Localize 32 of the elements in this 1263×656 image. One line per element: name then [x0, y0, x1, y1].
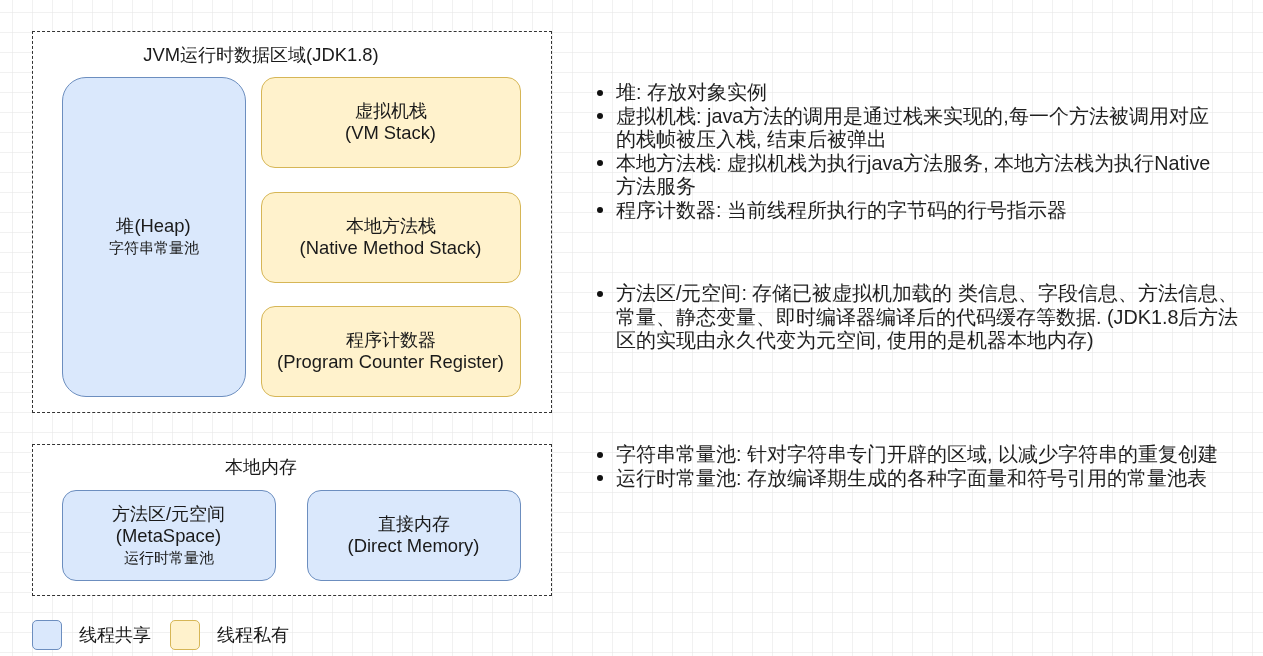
legend-label: 线程私有: [217, 624, 289, 646]
legend-label: 线程共享: [79, 624, 151, 646]
box-label: (VM Stack): [345, 122, 436, 144]
box-label: (MetaSpace): [115, 524, 222, 547]
rounded-box: [61, 76, 246, 397]
rounded-box: [306, 489, 521, 581]
dashed-region: [32, 31, 552, 413]
rounded-box: [260, 191, 521, 283]
box-sublabel: 字符串常量池: [108, 238, 199, 258]
box-label: (Program Counter Register): [277, 351, 504, 373]
note-text: 本地方法栈: 虚拟机栈为执行java方法服务, 本地方法栈为执行Native方法服务: [616, 151, 1212, 199]
box-label: 方法区/元空间: [111, 502, 226, 525]
box-label: 程序计数器: [345, 329, 436, 351]
note-text: 运行时常量池: 存放编译期生成的各种字面量和符号引用的常量池表: [616, 466, 1208, 490]
rounded-box: [260, 305, 521, 397]
rounded-box: [61, 489, 276, 581]
box-label: (Native Method Stack): [299, 237, 482, 259]
box-label: (Direct Memory): [347, 535, 480, 557]
region-title: 本地内存: [225, 456, 297, 478]
region-title: JVM运行时数据区域(JDK1.8): [143, 44, 379, 66]
box-label: 直接内存: [377, 513, 450, 535]
dashed-region: [32, 444, 552, 596]
box-label: 虚拟机栈: [354, 100, 427, 122]
box-sublabel: 运行时常量池: [123, 547, 214, 568]
note-text: 堆: 存放对象实例: [616, 81, 768, 105]
note-text: 方法区/元空间: 存储已被虚拟机加载的 类信息、字段信息、方法信息、常量、静态变量、即时编译器编译后的代码缓存等数据. (JDK1.8后方法区的实现由永久代变为元空间, 使用的是机器本地内存): [616, 282, 1240, 353]
note-text: 字符串常量池: 针对字符串专门开辟的区域, 以减少字符串的重复创建: [616, 443, 1219, 467]
box-label: 本地方法栈: [345, 215, 436, 237]
box-label: 堆(Heap): [116, 215, 191, 237]
rounded-box: [260, 76, 521, 168]
note-text: 虚拟机栈: java方法的调用是通过栈来实现的,每一个方法被调用对应的栈帧被压入栈, 结束后被弹出: [616, 104, 1210, 152]
note-text: 程序计数器: 当前线程所执行的字节码的行号指示器: [616, 198, 1068, 222]
